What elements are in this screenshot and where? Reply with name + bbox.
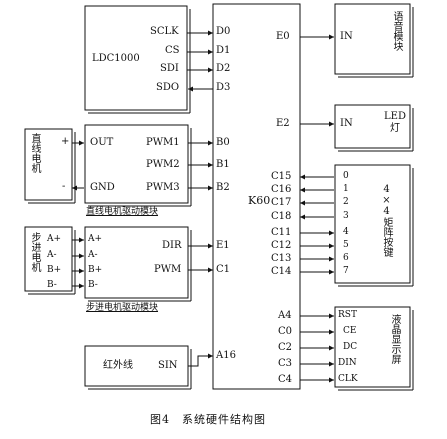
dc-driver-box	[84, 124, 189, 204]
stepper-driver-in-a-plus: A+	[88, 234, 103, 244]
lcd-box	[334, 306, 411, 388]
k60-pin-c18: C18	[271, 211, 292, 222]
stepper-driver-in-b-minus: B-	[88, 280, 98, 290]
k60-pin-c17: C17	[271, 197, 292, 208]
lcd-pin-din: DIN	[338, 358, 357, 368]
led-module-box	[334, 104, 411, 149]
lcd-pin-rst: RST	[338, 310, 357, 320]
dc-driver-pin-out: OUT	[90, 137, 114, 148]
stepper-driver-in-b-plus: B+	[88, 265, 103, 275]
keypad-pin-5: 5	[343, 240, 349, 250]
keypad-pin-3: 3	[343, 211, 349, 221]
lcd-pin-dc: DC	[343, 342, 358, 352]
dc-driver-pin-gnd: GND	[90, 182, 115, 193]
k60-pin-c14: C14	[271, 266, 292, 277]
k60-pin-d1: D1	[216, 45, 231, 56]
stepper-driver-label: 步进电机驱动模块	[86, 303, 159, 313]
stepper-motor-pin-a-minus: A-	[47, 250, 57, 260]
dc-driver-label: 直线电机驱动模块	[86, 207, 159, 217]
dc-driver-pwm2: PWM2	[146, 159, 180, 170]
infrared-pin-sin: SIN	[158, 360, 178, 371]
dc-motor-label: 直线电机	[29, 133, 40, 173]
keypad-pin-2: 2	[343, 197, 349, 207]
figure-caption: 图4 系统硬件结构图	[150, 413, 266, 426]
dc-motor-plus: +	[61, 136, 70, 147]
dc-driver-pwm1: PWM1	[146, 137, 180, 148]
k60-pin-c4: C4	[278, 374, 293, 385]
led-label: LED灯	[384, 111, 406, 134]
k60-pin-a16: A16	[216, 350, 236, 361]
lcd-pin-ce: CE	[343, 326, 357, 336]
ldc1000-label: LDC1000	[92, 53, 140, 64]
k60-pin-c0: C0	[278, 326, 293, 337]
dc-motor-box	[24, 128, 73, 201]
k60-pin-b2: B2	[216, 182, 230, 193]
stepper-driver-in-a-minus: A-	[88, 250, 98, 260]
k60-pin-a4: A4	[278, 310, 292, 321]
k60-pin-c1: C1	[216, 264, 231, 275]
voice-module-box	[334, 3, 411, 75]
keypad-pin-6: 6	[343, 253, 349, 263]
k60-pin-b1: B1	[216, 159, 230, 170]
dc-motor-minus: -	[62, 181, 66, 192]
ldc-pin-sdo: SDO	[156, 82, 180, 93]
dc-driver-pwm3: PWM3	[146, 182, 180, 193]
keypad-label: 4×4矩阵按键	[381, 184, 392, 257]
k60-pin-c3: C3	[278, 358, 293, 369]
k60-pin-c15: C15	[271, 171, 292, 182]
k60-pin-c16: C16	[271, 184, 292, 195]
lcd-pin-clk: CLK	[338, 374, 358, 384]
stepper-driver-dir: DIR	[162, 240, 182, 251]
ldc1000-box	[84, 5, 188, 111]
keypad-pin-1: 1	[343, 184, 349, 194]
keypad-pin-7: 7	[343, 266, 349, 276]
infrared-label: 红外线	[103, 360, 133, 371]
voice-module-label: 语音模块	[391, 11, 402, 51]
stepper-motor-box	[24, 226, 73, 292]
ldc-pin-sclk: SCLK	[150, 26, 179, 37]
led-pin-in: IN	[340, 118, 353, 129]
k60-pin-d3: D3	[216, 82, 231, 93]
k60-label: K60	[248, 194, 271, 207]
stepper-motor-pin-a-plus: A+	[47, 234, 62, 244]
stepper-motor-pin-b-plus: B+	[47, 265, 62, 275]
ldc-pin-sdi: SDI	[160, 63, 179, 74]
k60-pin-e0: E0	[276, 31, 290, 42]
k60-pin-b0: B0	[216, 137, 230, 148]
voice-pin-in: IN	[340, 31, 353, 42]
stepper-motor-label: 步进电机	[29, 232, 40, 272]
k60-pin-d0: D0	[216, 26, 231, 37]
k60-box	[212, 3, 301, 390]
stepper-motor-pin-b-minus: B-	[47, 280, 57, 290]
keypad-pin-4: 4	[343, 227, 349, 237]
keypad-pin-0: 0	[343, 171, 349, 181]
k60-pin-c12: C12	[271, 240, 292, 251]
k60-pin-c11: C11	[271, 227, 292, 238]
ldc-pin-cs: CS	[165, 45, 180, 56]
stepper-driver-pwm: PWM	[154, 264, 182, 275]
stepper-driver-box	[84, 226, 189, 299]
k60-pin-d2: D2	[216, 63, 231, 74]
lcd-label: 液晶显示屏	[389, 314, 400, 364]
k60-pin-c2: C2	[278, 342, 293, 353]
k60-pin-e2: E2	[276, 118, 290, 129]
k60-pin-e1: E1	[216, 240, 230, 251]
keypad-box	[334, 164, 411, 284]
k60-pin-c13: C13	[271, 253, 292, 264]
